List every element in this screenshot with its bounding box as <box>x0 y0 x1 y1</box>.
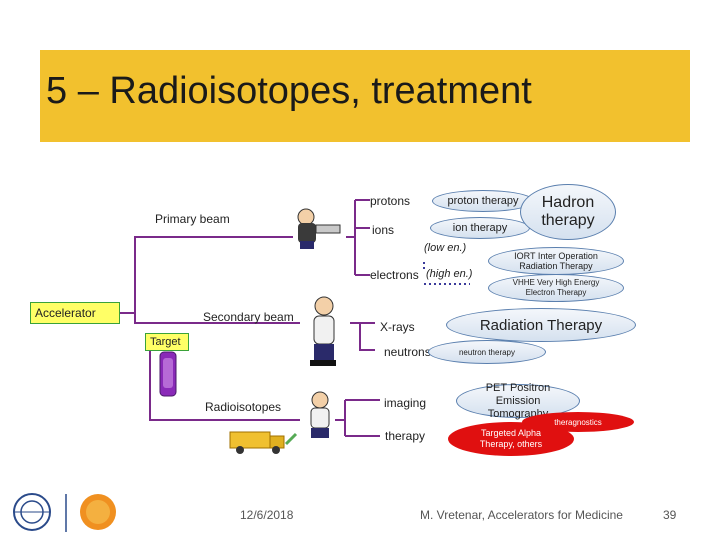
radiation-therapy-bubble: Radiation Therapy <box>446 308 636 342</box>
secondary-beam-line <box>120 312 300 324</box>
primary-branch-lines <box>346 199 370 276</box>
neutron-therapy-bubble: neutron therapy <box>428 340 546 364</box>
delivery-truck-icon <box>229 431 298 454</box>
primary-beam-figure-icon <box>297 208 341 249</box>
page-title: 5 – Radioisotopes, treatment <box>46 70 532 112</box>
low-energy-label: (low en.) <box>424 242 467 254</box>
vhhe-bubble: VHHE Very High Energy Electron Therapy <box>488 274 624 302</box>
ions-label: ions <box>372 223 395 237</box>
cern-logo-icon <box>13 493 51 531</box>
pet-bubble: PET Positron Emission Tomography <box>456 382 580 420</box>
radioisotopes-label: Radioisotopes <box>205 400 282 414</box>
neutrons-label: neutrons <box>384 345 431 359</box>
anniversary-logo-icon <box>80 494 116 530</box>
title-band <box>40 50 690 142</box>
footer-logos <box>13 493 116 532</box>
therapy-label: therapy <box>385 429 426 443</box>
ion-therapy-bubble: ion therapy <box>430 217 530 239</box>
electrons-label: electrons <box>370 268 419 282</box>
radioisotopes-figure-icon <box>310 391 330 438</box>
proton-therapy-bubble: proton therapy <box>432 190 534 212</box>
protons-label: protons <box>370 194 411 208</box>
high-energy-label: (high en.) <box>426 268 473 280</box>
footer-date: 12/6/2018 <box>240 508 294 522</box>
secondary-beam-figure-icon <box>310 296 336 366</box>
target-vial-icon <box>159 351 177 397</box>
hadron-therapy-bubble: Hadron therapy <box>520 184 616 240</box>
x-rays-label: X-rays <box>380 320 415 334</box>
primary-beam-label: Primary beam <box>155 212 230 226</box>
targeted-alpha-bubble: Targeted Alpha Therapy, others <box>448 422 574 456</box>
primary-beam-line <box>120 236 293 314</box>
iort-bubble: IORT Inter Operation Radiation Therapy <box>488 247 624 275</box>
imaging-label: imaging <box>384 396 427 410</box>
target-box: Target <box>145 333 189 351</box>
accelerator-box: Accelerator <box>30 302 120 324</box>
footer-author: M. Vretenar, Accelerators for Medicine <box>420 508 623 522</box>
radioisotope-branch-lines <box>335 399 380 437</box>
secondary-beam-label: Secondary beam <box>203 310 294 324</box>
page-number: 39 <box>663 508 677 522</box>
secondary-branch-lines <box>350 322 375 351</box>
target-line <box>149 350 300 421</box>
